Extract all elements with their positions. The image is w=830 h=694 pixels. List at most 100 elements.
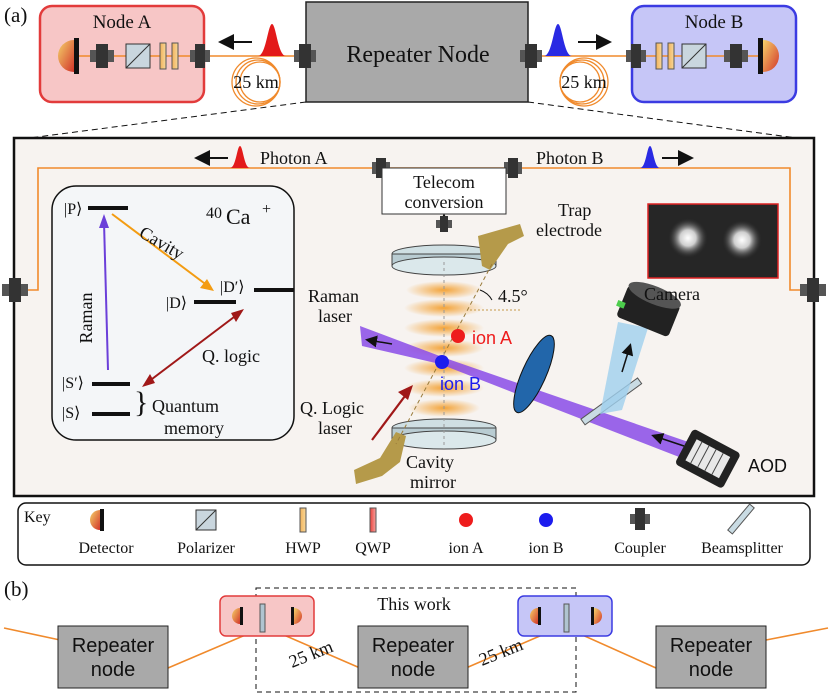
repeater-b2-line1: Repeater [372, 635, 455, 657]
node-b: Node B [626, 4, 798, 104]
photon-a-pulse [258, 24, 286, 56]
telecom-line1: Telecom [413, 172, 475, 192]
coupler-icon [626, 44, 646, 68]
level-Dp-label: |D′⟩ [220, 279, 245, 296]
camera-icon [616, 281, 681, 337]
zoom-line-left [13, 101, 307, 141]
legend-key: Key Detector Polarizer HWP QWP ion A ion… [17, 502, 811, 566]
photon-b-pulse [544, 24, 572, 56]
detector-icon [58, 38, 79, 74]
coupler-icon [724, 44, 748, 68]
lens [513, 334, 555, 414]
dist-left: 25 km [286, 636, 336, 672]
key-ion-b: ion B [528, 540, 563, 557]
raman-laser-line1: Raman [308, 286, 359, 306]
camera-label: Camera [644, 284, 700, 304]
detector-icon [758, 38, 779, 74]
memory-line2: memory [164, 418, 224, 438]
repeater-b2-line2: node [391, 659, 436, 681]
hwp-icon [299, 507, 307, 533]
qlogic-laser-arrow [371, 391, 409, 441]
raman-label: Raman [76, 293, 96, 344]
fiber-spool-b [559, 57, 609, 107]
node-a-title: Node A [93, 12, 152, 33]
level-Sp-label: |S′⟩ [62, 375, 84, 392]
repeater-b3-line1: Repeater [670, 635, 753, 657]
node-a: Node A [38, 4, 210, 104]
fiber-a-length: 25 km [233, 72, 279, 92]
repeater-node-b1: Repeater node [57, 625, 169, 689]
level-S-label: |S⟩ [62, 405, 80, 422]
raman-arrow [103, 221, 109, 371]
ion-b-image-spot [722, 220, 762, 260]
qlogic-arrow [147, 313, 239, 383]
node-b-title: Node B [685, 12, 744, 33]
photon-a-inner-pulse [230, 146, 250, 168]
coupler-icon [294, 44, 316, 68]
cavity-arrow [111, 213, 209, 287]
coupler-icon [504, 158, 522, 178]
ion-b-key-icon [539, 513, 553, 527]
qlogic-laser-line2: laser [318, 418, 352, 438]
charge: + [262, 201, 271, 218]
detector-icon [90, 509, 104, 531]
species: Ca [226, 204, 251, 229]
telecom-conversion-box [381, 167, 507, 215]
key-title: Key [24, 509, 51, 526]
hwp-icon [159, 42, 167, 70]
panel-a-label: (a) [4, 3, 27, 27]
key-hwp: HWP [285, 540, 321, 557]
ion-b-label: ion B [440, 374, 481, 394]
ion-a-key-icon [459, 513, 473, 527]
trap-line1: Trap [558, 200, 591, 220]
repeater-b1-line1: Repeater [72, 635, 155, 657]
memory-line1: Quantum [152, 396, 219, 416]
qlogic-laser-line1: Q. Logic [300, 398, 364, 418]
angle-label: 4.5° [498, 286, 528, 306]
photon-b-label: Photon B [536, 148, 604, 168]
hwp-icon [171, 42, 179, 70]
isotope-mass: 40 [206, 205, 222, 222]
qlogic-label: Q. logic [202, 346, 260, 366]
ion-a-image-spot [668, 218, 708, 258]
key-qwp: QWP [355, 540, 391, 557]
this-work-box [255, 587, 577, 693]
trap-electrode-bottom [354, 432, 406, 484]
repeater-b3-line2: node [689, 659, 734, 681]
key-ion-a: ion A [448, 540, 484, 557]
repeater-node-b2: Repeater node [357, 625, 469, 689]
repeater-title: Repeater Node [346, 42, 489, 68]
cavity-mirror-top [391, 256, 497, 276]
beamsplitter-icon [727, 503, 755, 535]
panel-b-label: (b) [4, 577, 29, 601]
aod-label: AOD [748, 456, 787, 476]
hwp-icon [667, 42, 675, 70]
memory-brace: } [134, 386, 148, 419]
coupler-icon [630, 508, 650, 530]
key-coupler: Coupler [614, 540, 666, 557]
fiber-b-length: 25 km [561, 72, 607, 92]
mini-node-a [219, 595, 315, 637]
aod-icon [676, 429, 740, 488]
this-work-label: This work [377, 594, 451, 614]
dist-right: 25 km [476, 634, 526, 670]
coupler-icon [190, 44, 210, 68]
trap-line2: electrode [536, 220, 602, 240]
photon-b-inner-pulse [640, 146, 660, 168]
telecom-line2: conversion [405, 192, 484, 212]
repeater-node: Repeater Node [305, 1, 529, 103]
repeater-b1-line2: node [91, 659, 136, 681]
raman-laser-line2: laser [318, 306, 352, 326]
photon-a-label: Photon A [260, 148, 328, 168]
coupler-icon [800, 278, 826, 302]
hwp-icon [655, 42, 663, 70]
key-polarizer: Polarizer [177, 540, 235, 557]
level-D-label: |D⟩ [166, 295, 187, 312]
key-detector: Detector [78, 540, 134, 557]
ion-a [451, 329, 465, 343]
coupler-icon [436, 216, 452, 232]
zoom-line-right [527, 101, 813, 141]
polarizer-icon [195, 509, 217, 531]
ion-a-label: ion A [472, 328, 512, 348]
